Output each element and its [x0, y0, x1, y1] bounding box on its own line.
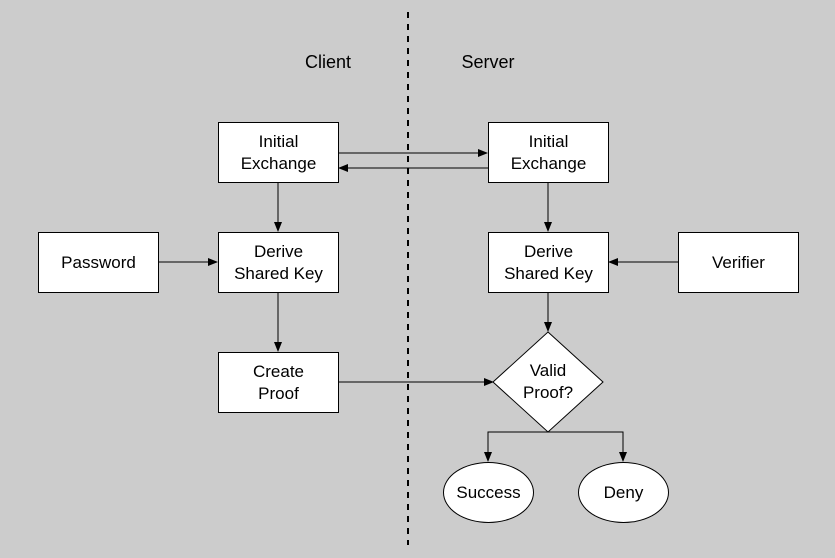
client-initial-exchange-box: Initial Exchange — [218, 122, 339, 183]
server-initial-exchange-box: Initial Exchange — [488, 122, 609, 183]
server-derive-key-box: Derive Shared Key — [488, 232, 609, 293]
edge-validation-to-success — [484, 431, 548, 462]
deny-oval: Deny — [578, 462, 669, 523]
verifier-box: Verifier — [678, 232, 799, 293]
valid-proof-label: Valid Proof? — [522, 361, 574, 402]
edge-validation-to-deny — [548, 431, 627, 462]
success-oval: Success — [443, 462, 534, 523]
lane-label-client: Client — [304, 52, 352, 72]
client-derive-key-box: Derive Shared Key — [218, 232, 339, 293]
lane-label-server: Server — [461, 52, 515, 72]
create-proof-box: Create Proof — [218, 352, 339, 413]
password-box: Password — [38, 232, 159, 293]
